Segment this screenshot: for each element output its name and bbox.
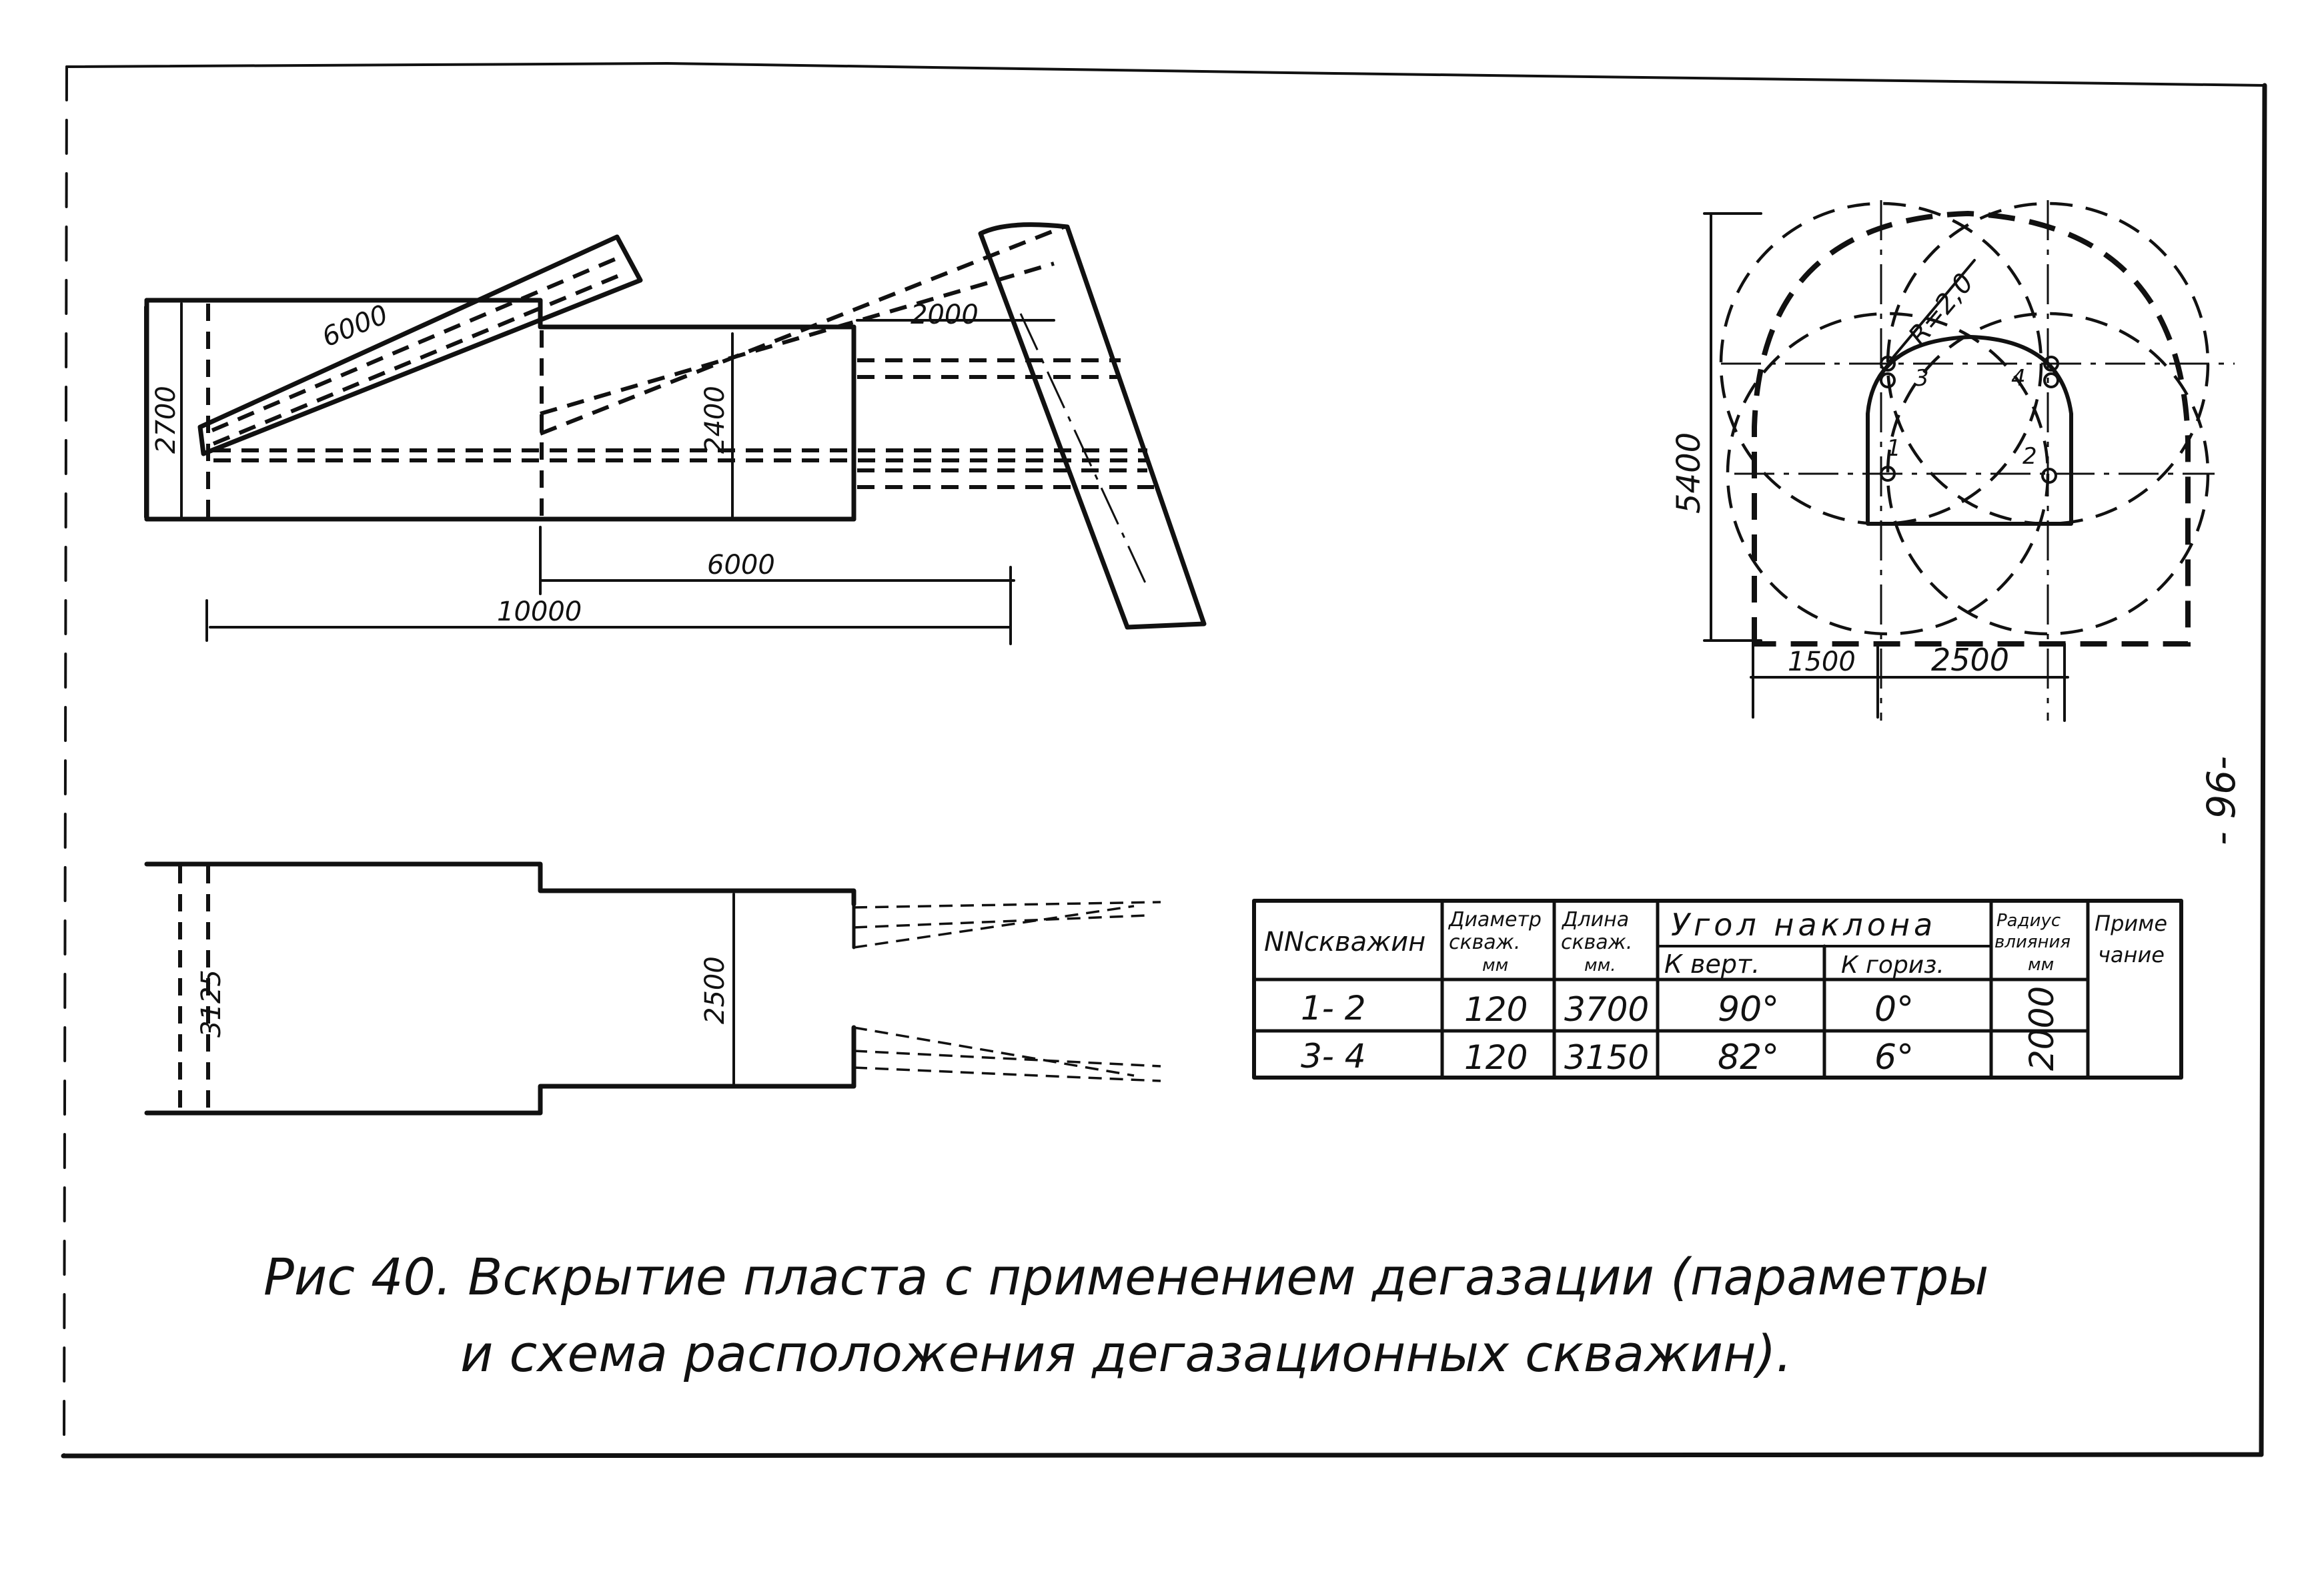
dim-5400: 5400	[1670, 432, 1708, 514]
th-radius-3: мм	[2028, 955, 2054, 975]
dim-2000: 2000	[911, 300, 979, 330]
radius-value: 2000	[2022, 986, 2061, 1071]
row1-horiz: 0°	[1874, 990, 1914, 1030]
hole-label-4: 4	[2011, 365, 2026, 392]
plan-view: 3125 2500	[144, 861, 1161, 1116]
th-length-3: мм.	[1584, 955, 1616, 975]
row2-vert: 82°	[1718, 1038, 1779, 1078]
row2-diameter: 120	[1464, 1038, 1528, 1077]
row2-horiz: 6°	[1874, 1038, 1914, 1078]
dim-2400: 2400	[700, 386, 730, 454]
hole-label-1: 1	[1886, 435, 1901, 462]
th-length-1: Длина	[1561, 908, 1629, 931]
dim-2500: 2500	[700, 956, 730, 1024]
parameter-table: NNскважин Диаметр скваж. мм Длина скваж.…	[1252, 899, 2183, 1080]
hole-4	[2043, 372, 2059, 388]
caption-line-1: Рис 40. Вскрытие пласта с применением де…	[263, 1247, 1988, 1306]
th-diameter-2: скваж.	[1449, 931, 1520, 954]
th-length-2: скваж.	[1561, 931, 1632, 954]
page-number: - 96-	[2199, 756, 2244, 845]
row1-vert: 90°	[1718, 990, 1779, 1030]
row1-length: 3700	[1564, 990, 1649, 1029]
th-wells: NNскважин	[1264, 927, 1425, 957]
dim-3125: 3125	[196, 969, 227, 1038]
dim-2700: 2700	[151, 386, 181, 454]
hole-3	[1880, 372, 1896, 388]
th-angle-vert: К верт.	[1664, 949, 1760, 979]
th-radius-1: Радиус	[1996, 911, 2061, 931]
row1-wells: 1- 2	[1301, 989, 1366, 1028]
th-note-1: Приме	[2095, 911, 2167, 936]
th-diameter-3: мм	[1482, 955, 1508, 975]
dim-6000: 6000	[707, 550, 775, 580]
dim-1500: 1500	[1788, 647, 1856, 677]
side-view: 6000 2000 2700 2400 6000 10000	[144, 222, 1207, 645]
caption-line-2: и схема расположения дегазационных скваж…	[460, 1324, 1792, 1383]
th-note-2: чание	[2098, 942, 2165, 967]
row2-length: 3150	[1564, 1038, 1649, 1077]
row2-wells: 3- 4	[1301, 1037, 1366, 1076]
th-angle-horiz: К гориз.	[1841, 951, 1944, 979]
dim-10000: 10000	[497, 597, 582, 627]
hole-2	[2041, 468, 2057, 484]
dim-2500-section: 2500	[1931, 642, 2009, 678]
hole-1	[1880, 466, 1896, 482]
hole-label-3: 3	[1914, 365, 1929, 392]
th-radius-2: влияния	[1994, 932, 2071, 952]
hole-label-2: 2	[2022, 443, 2037, 470]
row1-diameter: 120	[1464, 990, 1528, 1029]
th-angle: Угол наклона	[1671, 907, 1936, 943]
sheet-frame	[61, 62, 2267, 1459]
cross-section: R=2,0 3 4 1 2 5400 1500 2500	[1670, 200, 2235, 722]
th-diameter-1: Диаметр	[1447, 908, 1542, 931]
